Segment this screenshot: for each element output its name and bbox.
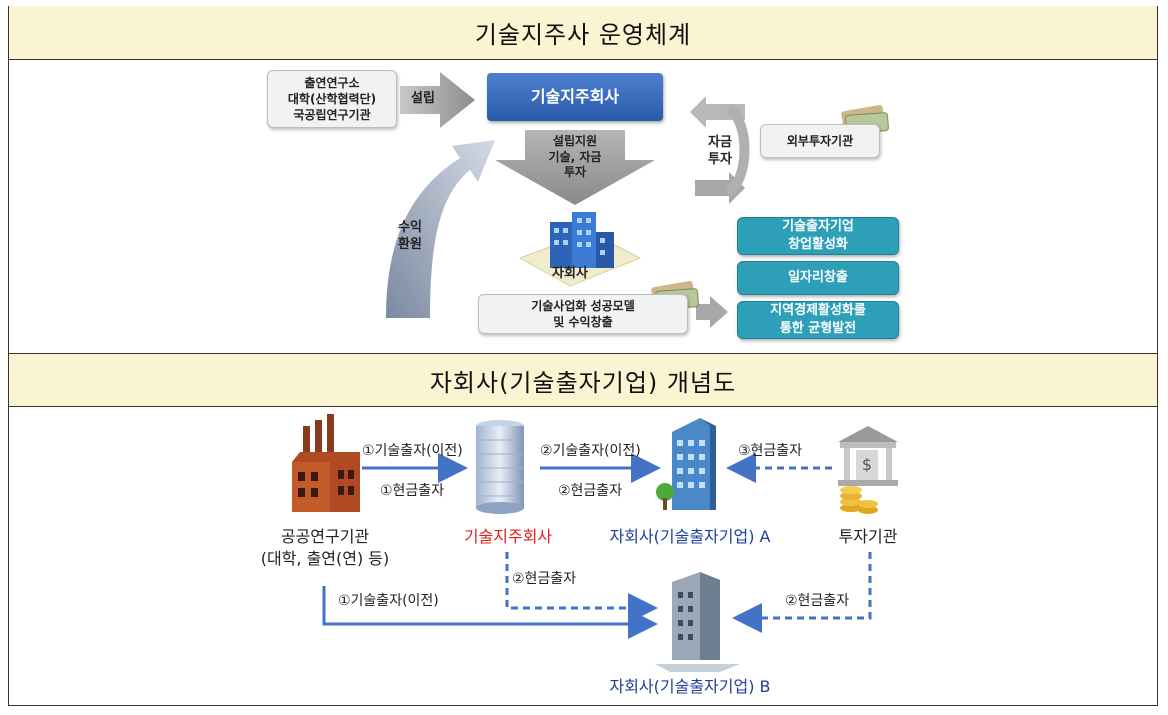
investor-label: 투자기관 [838,527,898,546]
subsidiary-a-building-icon [656,418,716,510]
subsidiary-a-label: 자회사(기술출자기업) A [609,527,771,546]
flow-cash-to-a-label: ②현금출자 [558,483,623,499]
flow-tech-to-holding-label: ①기술출자(이전) [362,443,463,459]
flow-tech-to-b-label: ①기술출자(이전) [338,593,439,609]
flow-holding-to-b-label: ②현금출자 [512,571,577,587]
flow-line-investor-to-b [732,552,872,633]
funding-arrow-down [695,172,745,204]
holding-company-label: 기술지주회사 [463,527,553,546]
profit-return-arrow [386,140,495,318]
flow-investor-to-b-label: ②현금출자 [785,593,850,609]
funding-arrow-up [690,96,745,128]
flow-investor-to-a-label: ③현금출자 [738,443,803,459]
funding-label: 자금 투자 [708,135,732,167]
svg-text:$: $ [862,455,872,474]
flow-line-holding-to-b [505,552,658,623]
subsidiary-b-building-icon [655,572,740,672]
outcome-arrow [696,296,728,328]
holding-company-box: 기술지주회사 [487,73,663,121]
section1-title: 기술지주사 운영체계 [9,6,1157,60]
flow-tech-to-a-label: ②기술출자(이전) [540,443,641,459]
outcome-jobs-box: 일자리창출 [737,261,899,295]
subsidiary-label: 자회사 [552,266,588,281]
subsidiary-b-label: 자회사(기술출자기업) B [609,677,771,696]
public-institute-label: 공공연구기관 (대학, 출연(연) 등) [260,527,390,568]
holding-tower-icon [476,420,524,514]
factory-icon [292,414,360,512]
establish-arrow [400,72,475,128]
profit-return-label: 수익 환원 [398,220,422,252]
flow-line-institute-to-b [322,586,658,639]
outcome-regional-box: 지역경제활성화를 통한 균형발전 [737,301,899,339]
support-down-arrow [495,130,655,205]
coins-icon [840,486,878,514]
source-institutions-box: 출연연구소 대학(산학협력단) 국공립연구기관 [267,70,397,128]
section2-title: 자회사(기술출자기업) 개념도 [9,353,1157,407]
flow-cash-to-holding-label: ①현금출자 [380,483,445,499]
success-model-box: 기술사업화 성공모델 및 수익창출 [478,294,688,334]
bank-icon: $ [838,426,898,486]
outcome-startup-box: 기술출자기업 창업활성화 [737,217,899,255]
subsidiary-building-icon [518,212,642,287]
establish-label: 설립 [411,91,435,106]
support-label: 설립지원 기술, 자금 투자 [548,134,602,180]
external-investor-box: 외부투자기관 [760,124,880,158]
